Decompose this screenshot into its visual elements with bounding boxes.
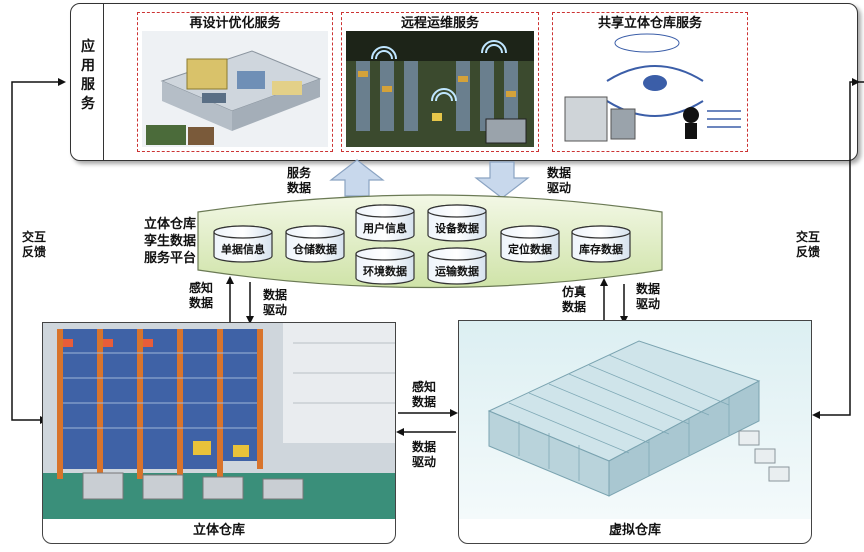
db-receipt-info: 单据信息 [214, 241, 272, 257]
db-environment-data: 环境数据 [356, 263, 414, 279]
db-storage-data: 仓储数据 [286, 241, 344, 257]
virtual-warehouse-render [459, 321, 812, 519]
db-transport-data: 运输数据 [428, 263, 486, 279]
physical-warehouse-panel: 立体仓库 [42, 322, 396, 544]
db-equipment-data: 设备数据 [428, 220, 486, 236]
db-user-info: 用户信息 [356, 220, 414, 236]
db-location-data: 定位数据 [501, 241, 559, 257]
virtual-warehouse-caption: 虚拟仓库 [459, 519, 811, 538]
platform-title: 立体仓库 孪生数据 服务平台 [118, 216, 196, 267]
virtual-warehouse-panel: 虚拟仓库 [458, 320, 812, 544]
physical-warehouse-caption: 立体仓库 [43, 519, 395, 538]
physical-warehouse-photo [43, 323, 396, 519]
db-inventory-data: 库存数据 [572, 241, 630, 257]
